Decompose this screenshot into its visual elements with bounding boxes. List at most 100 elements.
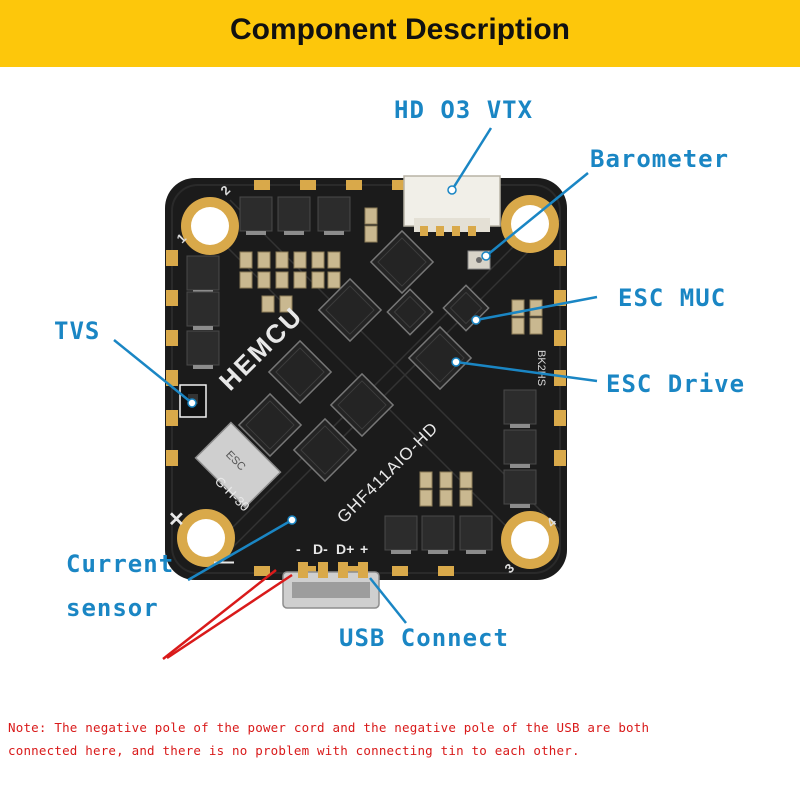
mosfet-lead <box>193 365 213 369</box>
edge-pad <box>166 450 178 466</box>
edge-pad <box>166 410 178 426</box>
capacitor <box>275 251 289 269</box>
label-esc-muc: ESC MUC <box>618 284 727 312</box>
capacitor <box>419 471 433 489</box>
pad-label-minus: - <box>296 541 301 557</box>
ic-chip-outline <box>377 237 427 287</box>
capacitor <box>327 251 341 269</box>
ic-chip-body <box>317 277 383 343</box>
label-esc-drive: ESC Drive <box>606 370 746 398</box>
passive-components <box>239 207 543 507</box>
edge-pad <box>166 330 178 346</box>
header-banner <box>0 0 800 67</box>
mosfet <box>503 429 537 465</box>
capacitor <box>279 295 293 313</box>
mosfet <box>186 291 220 327</box>
capacitor <box>275 271 289 289</box>
mosfet <box>421 515 455 551</box>
right-code-silkscreen: BK2HS <box>535 350 547 386</box>
capacitor <box>257 271 271 289</box>
usb-port <box>282 562 380 609</box>
mosfet-lead <box>510 424 530 428</box>
mosfet <box>239 196 273 232</box>
ic-chip-outline <box>449 291 483 325</box>
edge-pad <box>554 290 566 306</box>
pad-label-d-plus: D+ <box>336 541 354 557</box>
edge-pad <box>300 180 316 190</box>
edge-pad <box>346 180 362 190</box>
capacitor <box>364 207 378 225</box>
mosfet-lead <box>510 504 530 508</box>
capacitor <box>419 489 433 507</box>
note-arrows <box>162 569 293 660</box>
capacitor <box>311 251 325 269</box>
usb-pad-labels: - D- D+ + <box>296 541 368 557</box>
label-sensor: sensor <box>66 594 159 622</box>
edge-pad <box>392 566 408 576</box>
edge-pad <box>554 410 566 426</box>
edge-pad <box>554 370 566 386</box>
ic-chip-body <box>369 229 435 295</box>
capacitor <box>439 489 453 507</box>
ic-chip <box>386 288 434 336</box>
edge-pad <box>166 370 178 386</box>
mosfet-lead <box>391 550 411 554</box>
edge-pad <box>438 566 454 576</box>
callout-points <box>187 185 491 525</box>
edge-pad <box>392 180 408 190</box>
ic-chip <box>267 339 333 405</box>
edge-pad <box>254 180 270 190</box>
warning-note: Note: The negative pole of the power cor… <box>8 716 798 762</box>
capacitor <box>529 317 543 335</box>
plus-mark: ✕ <box>168 509 185 531</box>
capacitor <box>293 271 307 289</box>
mosfet-lead <box>466 550 486 554</box>
pad-label-d-minus: D- <box>313 541 328 557</box>
edge-pad <box>254 566 270 576</box>
ic-chip-outline <box>325 285 375 335</box>
mosfet <box>459 515 493 551</box>
label-current: Current <box>66 550 175 578</box>
capacitor <box>459 489 473 507</box>
mosfet <box>384 515 418 551</box>
edge-pad <box>554 450 566 466</box>
mosfet-lead <box>510 464 530 468</box>
ic-chip-body <box>386 288 434 336</box>
vtx-connector <box>403 175 501 236</box>
label-barometer: Barometer <box>590 145 730 173</box>
label-hd-o3-vtx: HD O3 VTX <box>394 96 534 124</box>
capacitor <box>239 271 253 289</box>
ic-chip <box>407 325 473 391</box>
mosfet <box>503 389 537 425</box>
ic-chip-outline <box>300 425 350 475</box>
ic-chip-outline <box>245 400 295 450</box>
callout-leaders <box>113 127 598 624</box>
note-line-1: Note: The negative pole of the power cor… <box>8 720 650 735</box>
edge-pad <box>166 290 178 306</box>
ic-chip-outline <box>275 347 325 397</box>
capacitor <box>459 471 473 489</box>
ic-chip-body <box>407 325 473 391</box>
mosfet <box>277 196 311 232</box>
capacitor <box>261 295 275 313</box>
capacitor <box>311 271 325 289</box>
edge-pad <box>554 250 566 266</box>
mosfet-array <box>186 196 537 554</box>
ic-chip-body <box>292 417 358 483</box>
capacitor <box>257 251 271 269</box>
mosfet-lead <box>324 231 344 235</box>
mosfet <box>186 330 220 366</box>
mosfet-lead <box>284 231 304 235</box>
label-tvs: TVS <box>54 317 101 345</box>
ic-chip <box>329 372 395 438</box>
edge-pad <box>554 330 566 346</box>
pad-label-plus: + <box>360 541 368 557</box>
ic-chip-outline <box>393 295 427 329</box>
ic-chip-outline <box>337 380 387 430</box>
mosfet-lead <box>193 326 213 330</box>
current-sensor-chip: ESC <box>194 421 282 509</box>
ic-chip <box>237 392 303 458</box>
note-line-2: connected here, and there is no problem … <box>8 743 580 758</box>
capacitor <box>364 225 378 243</box>
